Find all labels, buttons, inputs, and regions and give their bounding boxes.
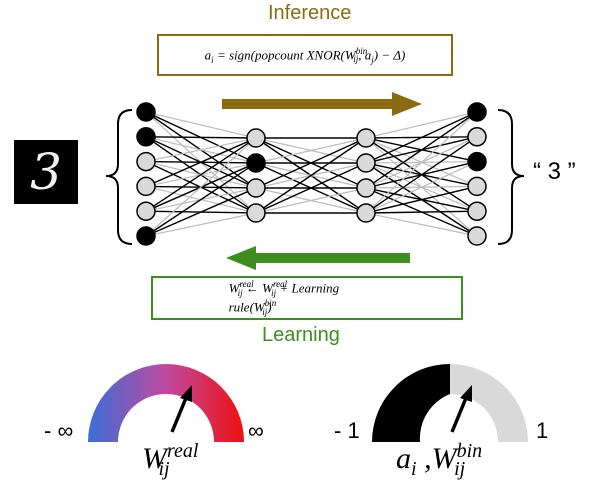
network-node: [136, 102, 156, 122]
network-node: [136, 226, 156, 246]
network-node: [467, 127, 487, 147]
network-node: [356, 178, 376, 198]
network-node: [356, 203, 376, 223]
network-node: [467, 151, 487, 172]
network-edge: [365, 136, 478, 214]
network-edge: [145, 187, 257, 237]
network-node: [246, 128, 266, 148]
network-edge: [255, 162, 367, 214]
network-node: [467, 201, 487, 221]
network-node: [246, 153, 266, 173]
binary-gauge-variables: ai ,Wbinij: [396, 440, 483, 480]
network-edge: [365, 111, 478, 139]
network-edge: [365, 111, 478, 164]
left-brace-icon: [105, 109, 133, 245]
network-edge: [365, 212, 478, 237]
network-edge: [145, 111, 257, 139]
learning-title: Learning: [262, 324, 340, 346]
network-node: [136, 201, 156, 221]
learning-formula-box: Wrealij ← Wrealij + Learning rule(Wbinij…: [151, 276, 463, 320]
inference-arrow-icon: [222, 92, 422, 116]
real-gauge-min-label: - ∞: [44, 418, 74, 443]
network-edge: [365, 111, 478, 189]
network-node: [467, 226, 487, 246]
inference-formula: ai = sign(popcount XNOR(Wbinij, aj) − Δ): [204, 45, 406, 65]
network-node: [136, 151, 156, 172]
output-label: “ 3 ”: [533, 158, 576, 185]
network-diagram: [105, 92, 525, 270]
network-edge: [365, 185, 478, 214]
network-edge: [145, 137, 257, 188]
network-edge: [255, 187, 367, 214]
binary-gauge-max-label: 1: [536, 418, 549, 443]
input-digit-glyph: 3: [30, 143, 62, 201]
network-node: [136, 127, 156, 147]
network-edge: [145, 137, 257, 163]
network-node: [356, 128, 376, 148]
network-edge: [365, 161, 478, 214]
network-node: [136, 176, 156, 197]
network-edge: [365, 210, 478, 214]
network-edge: [255, 137, 367, 214]
network-edge: [145, 136, 257, 139]
right-brace-icon: [497, 109, 525, 245]
network-edge: [255, 137, 367, 189]
network-edge: [255, 137, 367, 164]
learning-formula: Wrealij ← Wrealij + Learning rule(Wbinij…: [228, 279, 340, 317]
network-edge: [145, 137, 257, 212]
inference-title: Inference: [268, 2, 352, 24]
network-node: [356, 153, 376, 173]
network-edge: [145, 137, 257, 237]
network-edge: [365, 111, 478, 214]
network-node: [246, 178, 266, 198]
real-weight-gauge: [88, 364, 244, 442]
network-node: [246, 203, 266, 223]
input-digit-image: 3: [14, 140, 78, 204]
network-node: [467, 176, 487, 197]
inference-formula-box: ai = sign(popcount XNOR(Wbinij, aj) − Δ): [157, 34, 453, 76]
network-edge: [145, 162, 257, 237]
binary-weight-gauge: [372, 364, 528, 442]
binary-gauge-min-label: - 1: [334, 418, 360, 443]
network-edge: [145, 212, 257, 237]
learning-arrow-icon: [226, 246, 410, 270]
real-gauge-variable: Wrealij: [142, 440, 199, 480]
real-gauge-max-label: ∞: [248, 418, 264, 443]
gauges: [88, 364, 528, 442]
network-node: [467, 102, 487, 122]
